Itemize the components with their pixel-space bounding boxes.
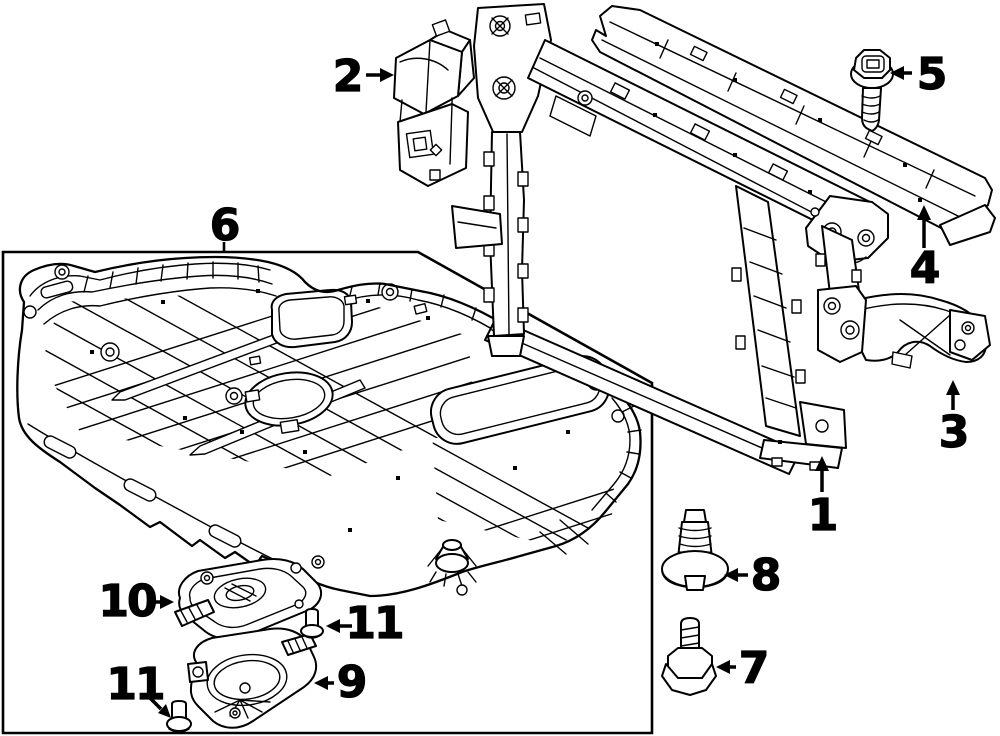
callout-11b-number[interactable]: 11 xyxy=(106,658,166,710)
shield-opening xyxy=(270,288,353,349)
shield-cone-mount xyxy=(427,539,477,587)
callout-7[interactable]: 7 xyxy=(716,642,770,695)
bolt-part-7 xyxy=(661,617,717,696)
shield-oval-clip xyxy=(244,389,261,403)
callout-8[interactable]: 8 xyxy=(724,549,782,602)
shield-lobe-slot xyxy=(40,280,74,299)
side-support-bracket-part xyxy=(817,285,991,369)
callout-10[interactable]: 10 xyxy=(98,575,174,628)
shield-rim-slots xyxy=(43,435,242,548)
callout-9[interactable]: 9 xyxy=(314,656,368,709)
callout-1-number[interactable]: 1 xyxy=(807,489,839,541)
access-cover-10-part xyxy=(174,558,323,640)
radiator-support-part xyxy=(451,3,889,475)
callout-3[interactable]: 3 xyxy=(938,380,970,459)
shield-oval-hole xyxy=(244,371,334,427)
bolt-part-5 xyxy=(850,49,894,132)
callout-6[interactable]: 6 xyxy=(209,199,241,253)
callout-6-number[interactable]: 6 xyxy=(209,199,241,251)
shield-rear-ridge xyxy=(341,282,549,363)
shield-clips xyxy=(248,294,428,366)
callout-7-number[interactable]: 7 xyxy=(738,642,770,694)
retainer-clip-part xyxy=(661,509,729,591)
shield-oval-clip xyxy=(279,418,300,434)
splash-shield-part xyxy=(16,255,642,598)
sight-shield-part xyxy=(591,5,996,246)
callout-9-number[interactable]: 9 xyxy=(336,656,368,708)
callout-2[interactable]: 2 xyxy=(332,50,394,103)
screw-part-11a xyxy=(300,608,324,639)
center-stanchion xyxy=(731,185,806,437)
shield-right-flap xyxy=(539,397,642,555)
part6-box xyxy=(1,250,654,735)
callout-5-number[interactable]: 5 xyxy=(916,48,948,100)
callout-10-number[interactable]: 10 xyxy=(98,575,159,627)
callout-11a[interactable]: 11 xyxy=(326,597,405,650)
callout-8-number[interactable]: 8 xyxy=(750,549,782,601)
access-cover-9-part xyxy=(187,627,318,729)
callout-1[interactable]: 1 xyxy=(807,456,839,542)
support-foot-bracket xyxy=(759,401,847,471)
left-stanchion xyxy=(451,131,529,357)
callout-11a-number[interactable]: 11 xyxy=(345,597,405,649)
callout-3-number[interactable]: 3 xyxy=(938,406,970,458)
callout-4[interactable]: 4 xyxy=(909,205,941,295)
support-top-plate xyxy=(473,3,552,135)
screw-part-11b xyxy=(166,700,192,733)
shield-fastener-dots xyxy=(90,289,570,532)
shield-opening-inner xyxy=(278,296,345,340)
callout-5[interactable]: 5 xyxy=(890,48,948,101)
callout-2-number[interactable]: 2 xyxy=(332,50,364,102)
callout-11b[interactable]: 11 xyxy=(106,658,171,718)
shield-front-lip xyxy=(29,261,277,325)
mounting-bracket-part xyxy=(393,19,475,187)
callout-4-number[interactable]: 4 xyxy=(909,242,941,294)
